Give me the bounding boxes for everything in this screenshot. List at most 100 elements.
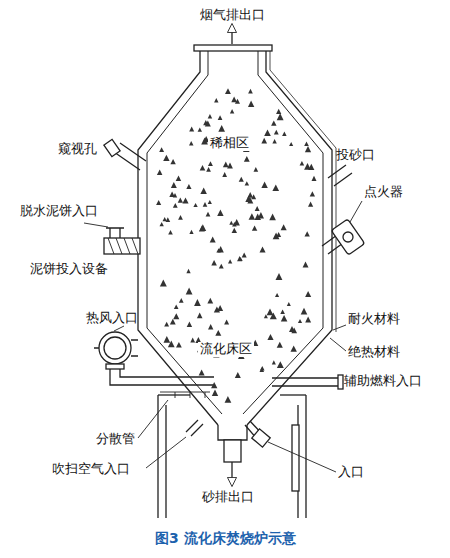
bed-particle <box>264 130 271 137</box>
bed-particle <box>301 308 308 315</box>
bed-particle <box>305 291 311 297</box>
bed-particle <box>260 247 266 253</box>
bed-particle <box>242 252 247 257</box>
bed-particle <box>227 163 233 169</box>
bed-particle <box>271 120 276 125</box>
bed-particle <box>222 172 227 177</box>
bed-particle <box>193 203 197 207</box>
figure-caption: 图3 流化床焚烧炉示意 <box>155 530 296 546</box>
bed-particle <box>281 224 287 230</box>
bed-particle <box>303 262 309 268</box>
bed-particle <box>276 109 281 114</box>
bed-particle <box>237 256 242 261</box>
bed-particle <box>232 228 237 233</box>
callout-label: 绝热材料 <box>348 345 400 360</box>
bed-particle <box>223 162 229 168</box>
bed-particle <box>214 98 218 102</box>
bed-particle <box>310 191 315 196</box>
bed-particle <box>168 230 173 235</box>
bed-particle <box>201 138 208 145</box>
bed-particle <box>234 219 240 225</box>
bed-particle <box>224 320 229 325</box>
bed-particle <box>272 139 276 143</box>
callout-label: 分散管 <box>96 432 135 447</box>
bed-particle <box>277 361 284 368</box>
bed-particle <box>173 313 179 319</box>
bed-particle <box>215 330 221 336</box>
bed-particle <box>305 231 310 236</box>
bed-particle <box>287 302 291 306</box>
bed-particle <box>238 257 242 261</box>
bed-particle <box>211 382 217 388</box>
bed-particle <box>235 372 241 378</box>
bed-particle <box>289 142 293 146</box>
bed-particle <box>248 101 254 107</box>
bed-particle <box>260 367 265 372</box>
callout-label: 脱水泥饼入口 <box>20 204 98 219</box>
bed-particle <box>198 127 202 131</box>
bed-particle <box>179 298 184 303</box>
bed-particle <box>272 360 276 364</box>
bed-particle <box>261 182 267 188</box>
callout-label: 辅助燃料入口 <box>344 374 422 389</box>
bed-particle <box>178 198 183 203</box>
callout-label: 热风入口 <box>86 311 138 326</box>
bed-particle <box>207 298 213 304</box>
bed-particle <box>245 196 252 203</box>
callout-label: 窥视孔 <box>58 142 97 157</box>
bed-particle <box>203 202 208 207</box>
bed-particle <box>272 184 279 191</box>
bed-particle <box>212 390 218 396</box>
bed-particle <box>218 115 223 120</box>
bed-particle <box>208 161 213 166</box>
bed-particle <box>300 161 305 166</box>
callout-label: 投砂口 <box>336 148 375 163</box>
bed-particle <box>261 138 267 144</box>
bed-particle <box>277 342 283 348</box>
bed-particle <box>164 336 171 343</box>
bed-particle <box>273 233 280 240</box>
bed-particle <box>225 396 232 403</box>
bed-particle <box>214 306 220 312</box>
bed-particle <box>225 88 231 94</box>
bed-particle <box>163 155 169 161</box>
bed-particle <box>267 334 273 340</box>
bed-particle <box>274 130 279 135</box>
bed-particle <box>186 269 190 273</box>
bed-particle <box>199 370 205 376</box>
bed-particle <box>189 230 193 234</box>
bed-particle <box>304 141 309 146</box>
bed-particle <box>174 304 179 309</box>
bed-particle <box>176 176 182 181</box>
bed-particle <box>166 217 171 222</box>
callout-label: 入口 <box>338 465 364 480</box>
bed-particle <box>182 197 188 203</box>
bed-particle <box>281 315 288 322</box>
bed-particle <box>170 319 176 325</box>
callout-label: 点火器 <box>364 185 403 200</box>
bed-particle <box>157 169 163 175</box>
bed-particle <box>308 164 314 170</box>
bed-particle <box>305 146 311 152</box>
bed-particle <box>210 236 216 242</box>
bed-particle <box>206 212 211 217</box>
bed-particle <box>208 200 212 204</box>
callout-label: 砂排出口 <box>202 490 254 505</box>
bed-particle <box>194 299 201 306</box>
bed-particle <box>205 121 211 127</box>
callout-label: 烟气排出口 <box>200 8 265 23</box>
bed-particle <box>249 213 256 220</box>
bed-particle <box>244 156 250 162</box>
bed-particle <box>230 109 234 113</box>
bed-particle <box>298 319 302 323</box>
bed-particle <box>187 322 192 328</box>
bed-particle <box>189 141 194 145</box>
callout-label: 流化床区 <box>198 342 254 357</box>
bed-particle <box>216 248 220 252</box>
bed-particle <box>282 132 287 137</box>
bed-particle <box>190 338 195 343</box>
bed-particle <box>208 114 213 119</box>
bed-particle <box>211 260 217 266</box>
bed-particle <box>169 191 175 197</box>
